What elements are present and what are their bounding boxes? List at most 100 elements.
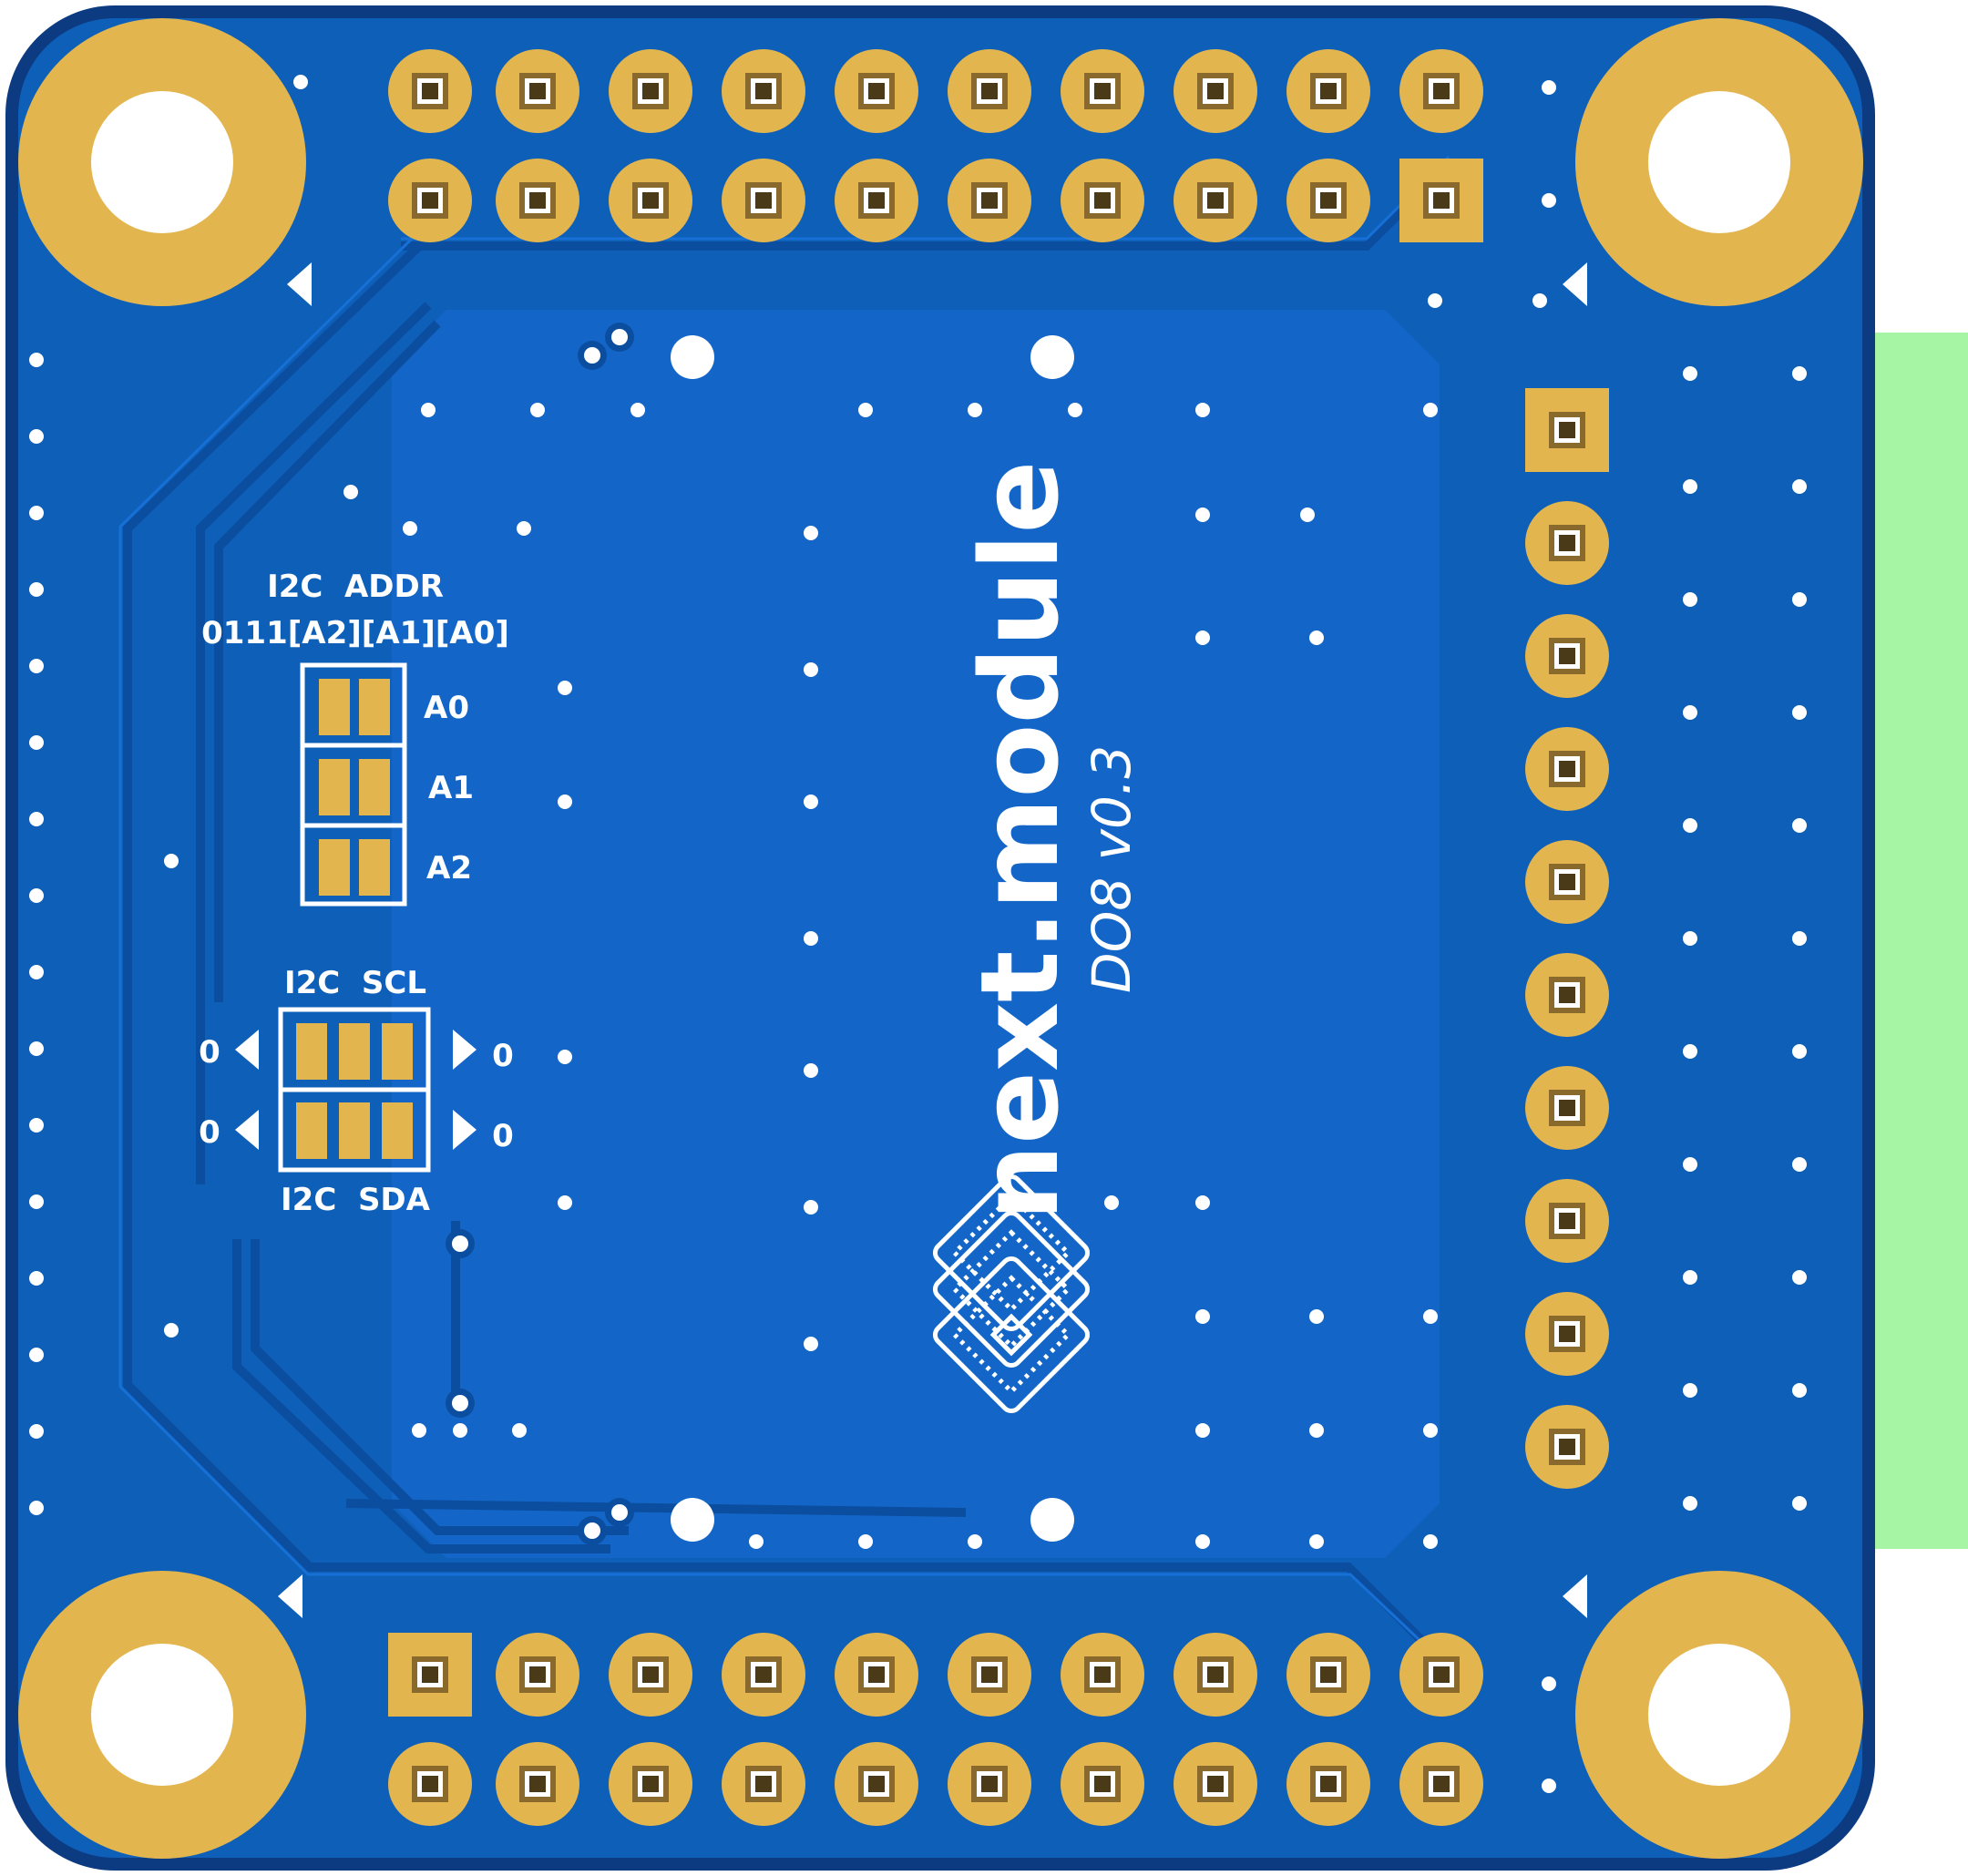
via xyxy=(1792,1496,1807,1511)
pad-bottom-row1 xyxy=(1174,1633,1257,1717)
via xyxy=(29,1348,44,1362)
sda-right-arrow-icon xyxy=(453,1110,477,1150)
via xyxy=(804,1063,818,1078)
pad-bottom-row2 xyxy=(609,1742,692,1826)
via xyxy=(29,1424,44,1439)
via xyxy=(164,1323,179,1338)
via xyxy=(1683,818,1697,833)
pad-right-col xyxy=(1525,953,1609,1037)
via xyxy=(1195,1309,1210,1324)
via xyxy=(1683,1157,1697,1172)
via xyxy=(1683,592,1697,607)
pad-top-row2 xyxy=(496,159,579,242)
via xyxy=(1792,592,1807,607)
pad-bottom-row1 xyxy=(388,1633,472,1717)
via-field xyxy=(29,75,1807,1793)
pad-bottom-row2 xyxy=(948,1742,1031,1826)
via xyxy=(412,1423,426,1438)
pad-right-col xyxy=(1525,501,1609,585)
pad-bottom-row2 xyxy=(1174,1742,1257,1826)
scl-pad-1 xyxy=(296,1023,327,1080)
via xyxy=(968,1534,982,1549)
mounting-hole-top-right xyxy=(1575,18,1863,306)
mounting-hole-top-left xyxy=(18,18,306,306)
jumper-a0-pad-left xyxy=(319,679,350,735)
via xyxy=(1792,818,1807,833)
i2c-bus-jumpers xyxy=(235,1007,477,1173)
via xyxy=(858,403,873,417)
via xyxy=(29,506,44,520)
center-copper-pour xyxy=(392,310,1440,1558)
header-right-1x10 xyxy=(1525,388,1609,1489)
via xyxy=(1792,479,1807,494)
pad-bottom-row1 xyxy=(609,1633,692,1717)
pad-right-col xyxy=(1525,388,1609,472)
via xyxy=(1104,1195,1119,1210)
pad-bottom-row1 xyxy=(1399,1633,1483,1717)
via xyxy=(1683,479,1697,494)
via xyxy=(29,1271,44,1286)
via xyxy=(29,429,44,444)
via xyxy=(530,403,545,417)
pad-top-row2 xyxy=(1061,159,1144,242)
via xyxy=(421,403,436,417)
via xyxy=(164,854,179,868)
pin1-triangle-icon xyxy=(278,262,1587,1618)
via xyxy=(29,1041,44,1056)
addr-pattern: 0111[A2][A1][A0] xyxy=(201,615,509,651)
via xyxy=(1683,1496,1697,1511)
via xyxy=(403,521,417,536)
pad-bottom-row2 xyxy=(722,1742,805,1826)
via xyxy=(1068,403,1082,417)
pad-bottom-row1 xyxy=(948,1633,1031,1717)
sda-left-arrow-icon xyxy=(235,1110,259,1150)
sda-pad-1 xyxy=(296,1102,327,1159)
via xyxy=(1792,366,1807,381)
sda-label: I2C SDA xyxy=(281,1182,431,1218)
via xyxy=(1792,1157,1807,1172)
pad-right-col xyxy=(1525,840,1609,924)
scl-right-value: 0 xyxy=(492,1038,514,1074)
trace-via-hole xyxy=(452,1395,468,1411)
scl-label: I2C SCL xyxy=(284,965,426,1001)
scl-left-value: 0 xyxy=(199,1034,220,1071)
scl-pad-3 xyxy=(382,1023,413,1080)
sda-left-value: 0 xyxy=(199,1114,220,1151)
via xyxy=(804,1337,818,1351)
via xyxy=(804,931,818,946)
via xyxy=(1792,705,1807,720)
via xyxy=(1683,1383,1697,1398)
trace-via-hole xyxy=(452,1235,468,1252)
via xyxy=(1195,1423,1210,1438)
jumper-a2-pad-left xyxy=(319,839,350,896)
via xyxy=(804,1200,818,1215)
jumper-a2-pad-right xyxy=(359,839,390,896)
via xyxy=(1683,705,1697,720)
via xyxy=(804,526,818,540)
pad-right-col xyxy=(1525,1292,1609,1376)
via xyxy=(517,521,531,536)
pad-top-row1 xyxy=(835,49,918,133)
pad-bottom-row2 xyxy=(388,1742,472,1826)
via xyxy=(293,75,308,89)
via xyxy=(1309,1309,1324,1324)
pad-bottom-row1 xyxy=(496,1633,579,1717)
pad-top-row2 xyxy=(1286,159,1370,242)
header-top-2x10 xyxy=(388,49,1483,242)
pad-bottom-row1 xyxy=(835,1633,918,1717)
pad-top-row1 xyxy=(722,49,805,133)
via xyxy=(1195,1195,1210,1210)
label-a1: A1 xyxy=(428,770,474,806)
header-bottom-2x10 xyxy=(388,1633,1483,1826)
pad-top-row1 xyxy=(1399,49,1483,133)
sda-pad-2 xyxy=(339,1102,370,1159)
via xyxy=(512,1423,527,1438)
pad-top-row2 xyxy=(722,159,805,242)
via xyxy=(29,582,44,597)
stacked-modules-logo-icon xyxy=(932,1174,1091,1414)
via xyxy=(558,1050,572,1064)
label-a0: A0 xyxy=(424,690,469,726)
pad-right-col xyxy=(1525,1405,1609,1489)
via xyxy=(1309,1534,1324,1549)
sda-pad-3 xyxy=(382,1102,413,1159)
